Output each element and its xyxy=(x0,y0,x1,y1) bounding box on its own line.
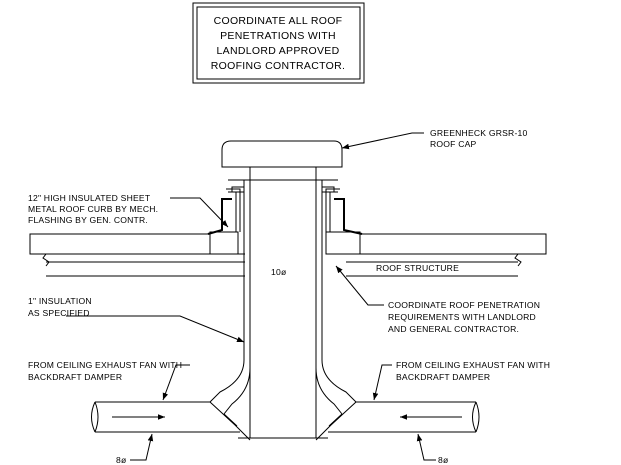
insulation-label-1: 1" INSULATION xyxy=(28,296,92,306)
left-branch-duct xyxy=(91,401,240,433)
roof-structure-label: ROOF STRUCTURE xyxy=(376,263,459,273)
roof-cap xyxy=(221,140,343,181)
right-duct-size: 8ø xyxy=(438,455,449,465)
curb-label-1: 12" HIGH INSULATED SHEET xyxy=(28,193,151,203)
curb-label-2: METAL ROOF CURB BY MECH. xyxy=(28,204,158,214)
coord-label-3: AND GENERAL CONTRACTOR. xyxy=(388,324,519,334)
note-line-1: COORDINATE ALL ROOF xyxy=(214,15,343,27)
curb-label-3: FLASHING BY GEN. CONTR. xyxy=(28,215,148,225)
fan-right-label-2: BACKDRAFT DAMPER xyxy=(396,372,490,382)
fan-left-label-2: BACKDRAFT DAMPER xyxy=(28,372,122,382)
main-duct-size: 10ø xyxy=(271,267,287,277)
coordination-note-box: COORDINATE ALL ROOF PENETRATIONS WITH LA… xyxy=(192,2,365,84)
note-line-2: PENETRATIONS WITH xyxy=(220,30,336,42)
right-elbow xyxy=(315,359,357,441)
roof-cap-label-1: GREENHECK GRSR-10 xyxy=(430,128,527,138)
left-elbow xyxy=(209,359,251,441)
coord-label-2: REQUIREMENTS WITH LANDLORD xyxy=(388,312,536,322)
roof-curb-right xyxy=(321,186,363,255)
insulation-label-2: AS SPECIFIED xyxy=(28,308,90,318)
fan-right-label-1: FROM CEILING EXHAUST FAN WITH xyxy=(396,360,550,370)
note-line-4: ROOFING CONTRACTOR. xyxy=(211,60,345,72)
roof-curb-left xyxy=(207,186,245,255)
leaders xyxy=(66,132,436,461)
main-duct-10 xyxy=(243,166,323,439)
note-line-3: LANDLORD APPROVED xyxy=(217,45,340,57)
roof-insulation-layer xyxy=(29,233,547,277)
right-branch-duct xyxy=(328,401,480,433)
left-duct-size: 8ø xyxy=(116,455,127,465)
fan-left-label-1: FROM CEILING EXHAUST FAN WITH xyxy=(28,360,182,370)
coord-label-1: COORDINATE ROOF PENETRATION xyxy=(388,300,540,310)
roof-cap-label-2: ROOF CAP xyxy=(430,139,477,149)
